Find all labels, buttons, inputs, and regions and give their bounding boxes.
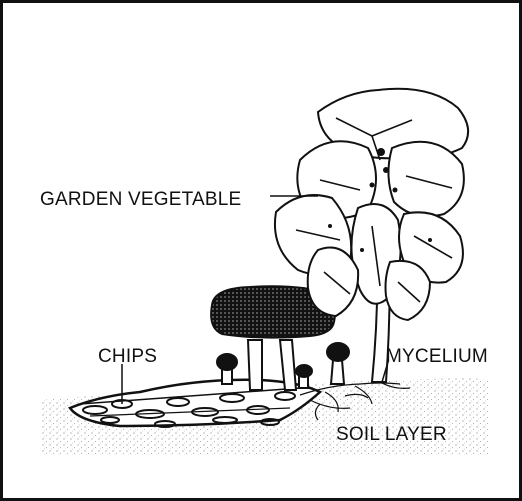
label-garden-vegetable: GARDEN VEGETABLE	[40, 189, 241, 210]
label-soil-layer: SOIL LAYER	[336, 424, 447, 445]
garden-vegetable	[275, 89, 468, 382]
label-chips: CHIPS	[98, 346, 157, 367]
wood-chips	[70, 380, 320, 427]
label-mycelium: MYCELIUM	[386, 346, 488, 367]
